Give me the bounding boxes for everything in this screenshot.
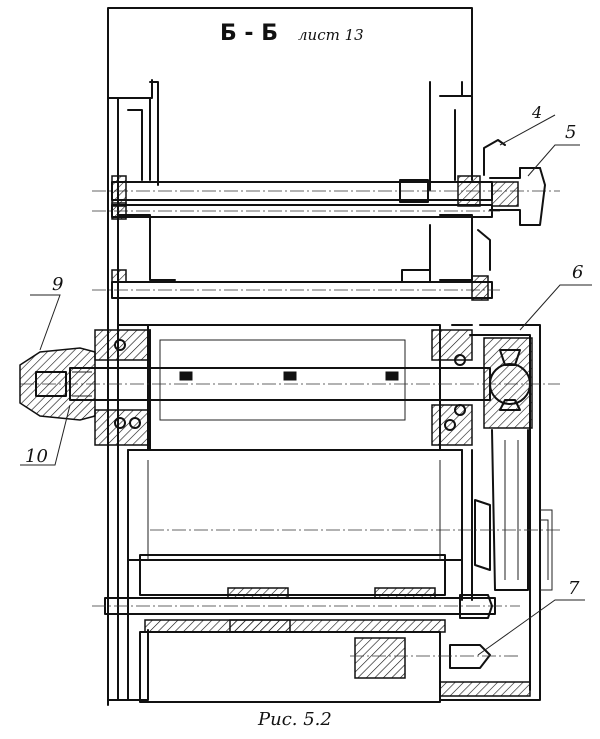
pulley-housing [439,324,553,701]
upper-shaft-1 [92,175,560,207]
middle-shaft [92,269,500,301]
drive-belt [150,429,560,591]
section-title: Б - Б [220,21,278,46]
callout-9: 9 [52,274,63,295]
adjusting-nut [489,167,546,226]
hub-cap [19,347,96,421]
callout-4: 4 [531,103,542,122]
callout-10: 10 [25,446,48,467]
callout-7: 7 [568,578,580,599]
bracket [477,139,506,271]
lower-drum [127,449,463,596]
hopper-frame [107,7,473,706]
figure-caption: Рис. 5.2 [257,709,332,730]
callout-5: 5 [565,122,576,143]
callout-6: 6 [572,262,583,283]
drive-pulley [483,337,533,429]
upper-shaft-2 [92,202,500,220]
tensioner [139,631,531,703]
bottom-shaft [92,587,520,633]
sheet-reference: лист 13 [298,26,364,44]
right-bearing [431,329,473,446]
left-bearing [94,329,151,446]
leader-lines [20,114,592,656]
